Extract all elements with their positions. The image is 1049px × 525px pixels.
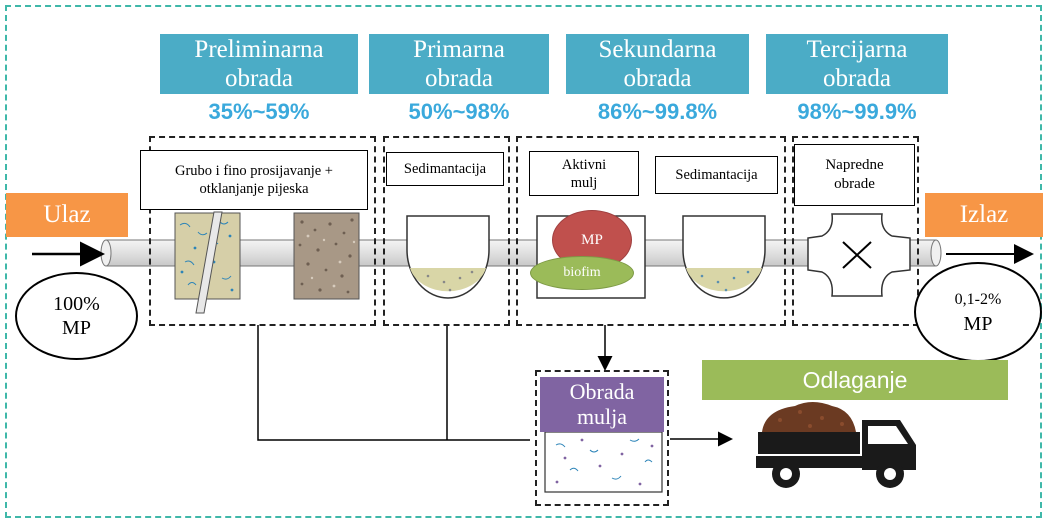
activated-sludge-line1: Aktivni (561, 156, 607, 173)
stage-secondary-percent: 86%~99.8% (597, 99, 718, 124)
advanced-treatment-line1: Napredne (825, 157, 884, 173)
group-sludge (535, 370, 669, 506)
sludge-tank (544, 431, 663, 493)
group-primary (383, 136, 510, 326)
stage-title-line2: obrada (224, 65, 294, 92)
stage-title-line1: Tercijarna (806, 36, 908, 63)
screening-label-line1: Grubo i fino prosijavanje + (175, 163, 333, 179)
stage-title-line1: Sekundarna (598, 36, 717, 63)
stage-title-line2: obrada (623, 65, 692, 92)
sludge-title-line1: Obrada (569, 379, 635, 404)
truck-icon (756, 402, 916, 488)
biofilm-bubble: biofim (530, 256, 634, 290)
inlet-mp-ellipse: 100% MP (15, 272, 138, 360)
advanced-treatment-label: Napredne obrade (794, 144, 915, 206)
activated-sludge-label: Aktivni mulj (529, 151, 639, 196)
outlet-mp-percent: 0,1-2% (954, 291, 1002, 308)
stage-primary-percent: 50%~98% (408, 99, 510, 124)
main-pipe (105, 239, 937, 267)
stage-preliminary-header: Preliminarna obrada (160, 34, 358, 94)
stage-tertiary-percent: 98%~99.9% (797, 99, 917, 124)
secondary-sedimentation-label: Sedimantacija (655, 156, 778, 194)
stage-preliminary-percent: 35%~59% (208, 99, 310, 124)
gravel-filter (293, 212, 360, 300)
outlet-label: Izlaz (925, 193, 1043, 237)
stage-secondary-header: Sekundarna obrada (566, 34, 749, 94)
activated-sludge-line2: mulj (570, 174, 598, 191)
inlet-mp-unit: MP (62, 317, 91, 339)
primary-sedimentation-label: Sedimantacija (386, 152, 504, 186)
stage-title-line2: obrada (424, 65, 494, 92)
inlet-mp-percent: 100% (53, 293, 100, 315)
diagram-frame (5, 5, 1042, 518)
inlet-label: Ulaz (6, 193, 128, 237)
group-tertiary (792, 136, 919, 326)
advanced-treatment-line2: obrade (834, 176, 875, 192)
stage-tertiary-header: Tercijarna obrada (766, 34, 948, 94)
outlet-mp-unit: MP (963, 313, 993, 335)
outlet-mp-ellipse: 0,1-2% MP (914, 262, 1042, 362)
screening-label-line2: otklanjanje pijeska (199, 181, 309, 197)
screening-label: Grubo i fino prosijavanje + otklanjanje … (140, 150, 368, 210)
stage-title-line1: Primarna (413, 36, 505, 63)
stage-primary-header: Primarna obrada (369, 34, 549, 94)
disposal-label: Odlaganje (702, 360, 1008, 400)
sludge-treatment-label: Obrada mulja (540, 377, 664, 432)
sludge-title-line2: mulja (576, 404, 628, 429)
group-secondary (516, 136, 786, 326)
stage-title-line2: obrada (822, 65, 892, 92)
group-preliminary (149, 136, 376, 326)
stage-title-line1: Preliminarna (194, 36, 324, 63)
advanced-treatment-unit (807, 213, 911, 297)
